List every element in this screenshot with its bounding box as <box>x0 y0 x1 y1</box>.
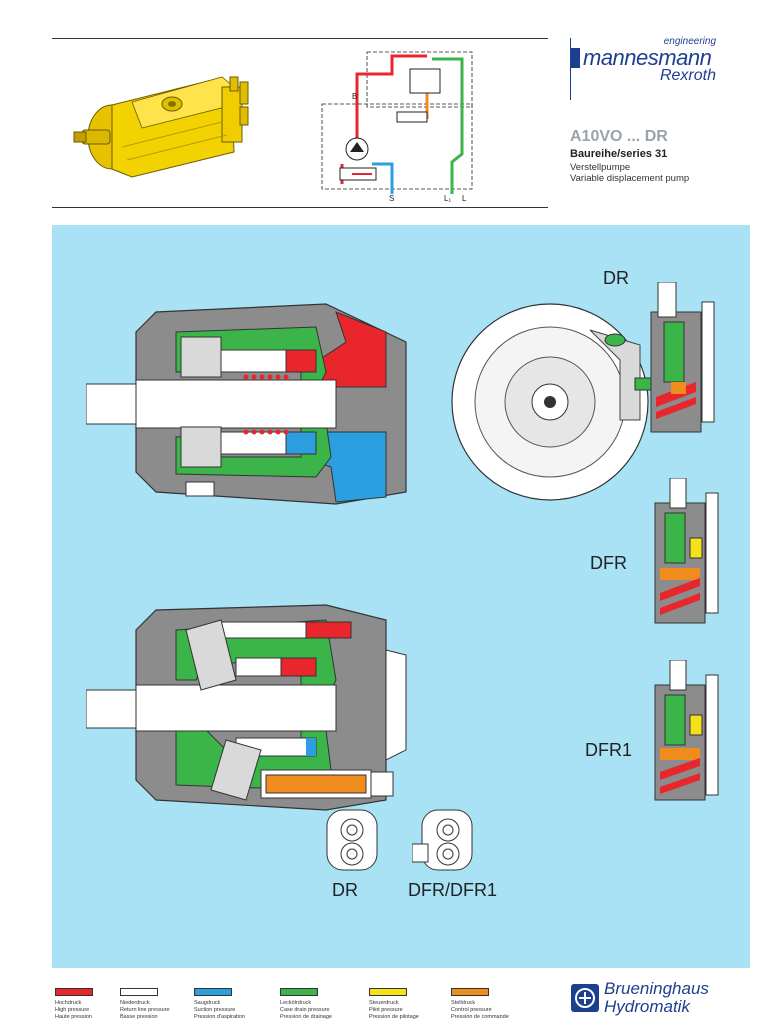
legend-item-suction-pressure: Saugdruck Suction pressure Pression d'as… <box>194 988 280 1021</box>
legend-text-en: Suction pressure <box>194 1007 236 1013</box>
legend-text-fr: Haute pression <box>55 1014 92 1020</box>
legend-text-de: Hochdruck <box>55 1000 82 1006</box>
pump-cutaway-bottom <box>86 604 407 811</box>
port-l1-label: L₁ <box>444 194 451 203</box>
legend-text-fr: Pression de pilotage <box>369 1014 419 1020</box>
product-desc-de: Verstellpumpe <box>570 162 631 173</box>
brand-mannesmann: mannesmann <box>583 45 712 70</box>
legend-text-de: Niederdruck <box>120 1000 150 1006</box>
legend-text-en: Control pressure <box>451 1007 492 1013</box>
legend-item-high-pressure: Hochdruck High pressure Haute pression <box>55 988 141 1021</box>
dfr1-controller-valve <box>654 660 719 801</box>
legend-text-en: Case drain pressure <box>280 1007 330 1013</box>
legend-text-fr: Basse pression <box>120 1014 158 1020</box>
legend-swatch <box>280 988 318 996</box>
legend-item-control-pressure: Stelldruck Control pressure Pression de … <box>451 988 537 1021</box>
legend-text-de: Saugdruck <box>194 1000 221 1006</box>
dr-port-fitting <box>326 809 378 871</box>
legend-text-en: Return line pressure <box>120 1007 170 1013</box>
label-dfr: DFR <box>590 553 627 573</box>
brand-hydromatik: Hydromatik <box>604 997 690 1016</box>
mannesmann-mark-icon <box>570 48 580 68</box>
label-dr-bottom: DR <box>332 880 358 900</box>
product-title: A10VO ... DR <box>570 128 668 145</box>
legend-item-case-drain: Leckölrdruck Case drain pressure Pressio… <box>280 988 366 1021</box>
product-series: Baureihe/series 31 <box>570 148 668 160</box>
mannesmann-logo: engineering mannesmann Rexroth <box>570 36 720 85</box>
label-dfr1: DFR1 <box>585 740 633 760</box>
pump-illustration <box>73 76 249 178</box>
brand-rexroth: Rexroth <box>659 67 716 84</box>
brueninghaus-emblem-icon <box>571 984 599 1012</box>
legend-text-de: Steuerdruck <box>369 1000 399 1006</box>
brand-engineering: engineering <box>663 36 716 47</box>
legend-swatch <box>194 988 232 996</box>
legend-text-en: Pilot pressure <box>369 1007 403 1013</box>
legend-swatch <box>451 988 489 996</box>
port-s-label: S <box>389 194 394 203</box>
legend-text-fr: Pression d'aspiration <box>194 1014 245 1020</box>
legend-swatch <box>369 988 407 996</box>
product-desc-en: Variable displacement pump <box>570 173 690 184</box>
legend-swatch <box>120 988 158 996</box>
legend-text-en: High pressure <box>55 1007 90 1013</box>
port-l-label: L <box>462 194 467 203</box>
legend-swatch <box>55 988 93 996</box>
dr-controller-valve <box>650 282 715 433</box>
legend-text-fr: Pression de commande <box>451 1014 509 1020</box>
brand-divider <box>570 38 571 100</box>
legend-text-de: Stelldruck <box>451 1000 476 1006</box>
brueninghaus-logo: Brueninghaus Hydromatik <box>570 980 709 1016</box>
legend-item-return-pressure: Niederdruck Return line pressure Basse p… <box>120 988 206 1021</box>
product-title-block: A10VO ... DR Baureihe/series 31 Verstell… <box>570 128 750 184</box>
dfr-controller-valve <box>654 478 719 624</box>
pump-cutaway-top <box>86 303 407 505</box>
label-dfr-dfr1: DFR/DFR1 <box>408 880 497 900</box>
legend-text-fr: Pression de drainage <box>280 1014 332 1020</box>
header-bottom-rule <box>52 207 548 208</box>
legend-text-de: Leckölrdruck <box>280 1000 312 1006</box>
port-b-label: B <box>352 92 357 101</box>
legend-item-pilot-pressure: Steuerdruck Pilot pressure Pression de p… <box>369 988 455 1021</box>
dfr-port-fitting <box>412 809 473 871</box>
hydraulic-schematic: B S L₁ L <box>321 51 473 203</box>
pump-end-view <box>451 303 660 501</box>
header-top-rule <box>52 38 548 39</box>
label-dr-top: DR <box>603 268 629 288</box>
brand-brueninghaus: Brueninghaus <box>604 979 709 998</box>
